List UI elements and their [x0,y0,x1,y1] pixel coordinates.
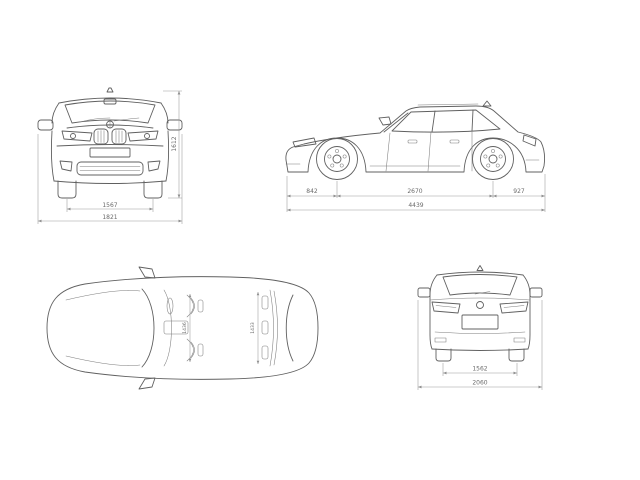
rear-door-handle [449,139,460,144]
dim-rear-interior-width: 1433 [250,322,256,334]
center-console [163,320,189,335]
top-view-drawing: 1436 1433 [46,266,319,390]
dim-front-overall-width: 1821 [102,214,117,221]
rear-right-wheel [508,348,525,362]
grille-left-kidney [93,128,109,145]
antenna-fin [106,87,114,93]
license-plate-recess [89,147,131,158]
license-plate [461,314,499,330]
antenna-fin [482,100,492,107]
front-seats [186,294,204,362]
dim-wheelbase: 2670 [407,188,422,195]
left-reflector [434,337,447,343]
dim-front-interior-width: 1436 [182,322,188,334]
top-view-dimensions: 1436 1433 [182,292,260,364]
rear-bench [261,289,278,367]
front-wheel [316,138,358,180]
side-mirror [378,116,392,126]
lower-air-intake [76,161,144,176]
dim-overall-length: 4439 [408,202,423,209]
left-mirror [138,266,156,279]
grille-right-kidney [111,128,127,145]
left-headlight [61,130,93,142]
left-foglight [59,160,73,172]
taillight [522,134,537,147]
headlight [292,137,317,148]
front-view-dimensions: 1612 1567 1821 [37,90,183,224]
rear-view-drawing: 1562 2060 [417,265,543,390]
front-view-car-outline [37,87,183,199]
rear-wheel [472,138,514,180]
left-mirror [417,287,431,298]
front-door-handle [407,139,418,144]
dim-rear-overall-width: 2060 [472,380,487,387]
top-view-car-outline [46,266,319,390]
right-headlight [127,130,159,142]
dim-rear-overhang: 927 [513,188,525,195]
right-mirror [529,287,543,298]
dim-front-track: 1567 [102,202,117,209]
rear-left-wheel [435,348,452,362]
side-view-dimensions: 842 2670 927 4439 [286,174,546,212]
brand-roundel [476,301,484,309]
left-taillight [431,301,461,314]
windshield [64,100,156,124]
right-taillight [499,301,529,314]
dim-front-height: 1612 [171,136,178,151]
dim-front-overhang: 842 [306,188,318,195]
rear-view-dimensions: 1562 2060 [417,300,543,390]
side-view-car-outline [285,100,546,180]
side-view-drawing: 842 2670 927 4439 [285,100,546,212]
rear-window [442,274,518,296]
rearview-mirror [103,98,117,105]
right-mirror [166,119,183,131]
dim-rear-track: 1562 [472,366,487,373]
front-left-wheel [57,180,77,199]
steering-wheel [166,297,174,315]
front-right-wheel [143,180,163,199]
antenna-fin [476,265,484,271]
front-view-drawing: 1612 1567 1821 [37,87,183,224]
right-mirror [138,377,156,390]
rear-view-car-outline [417,265,543,362]
left-mirror [37,119,54,131]
right-reflector [513,337,526,343]
right-foglight [147,160,161,172]
